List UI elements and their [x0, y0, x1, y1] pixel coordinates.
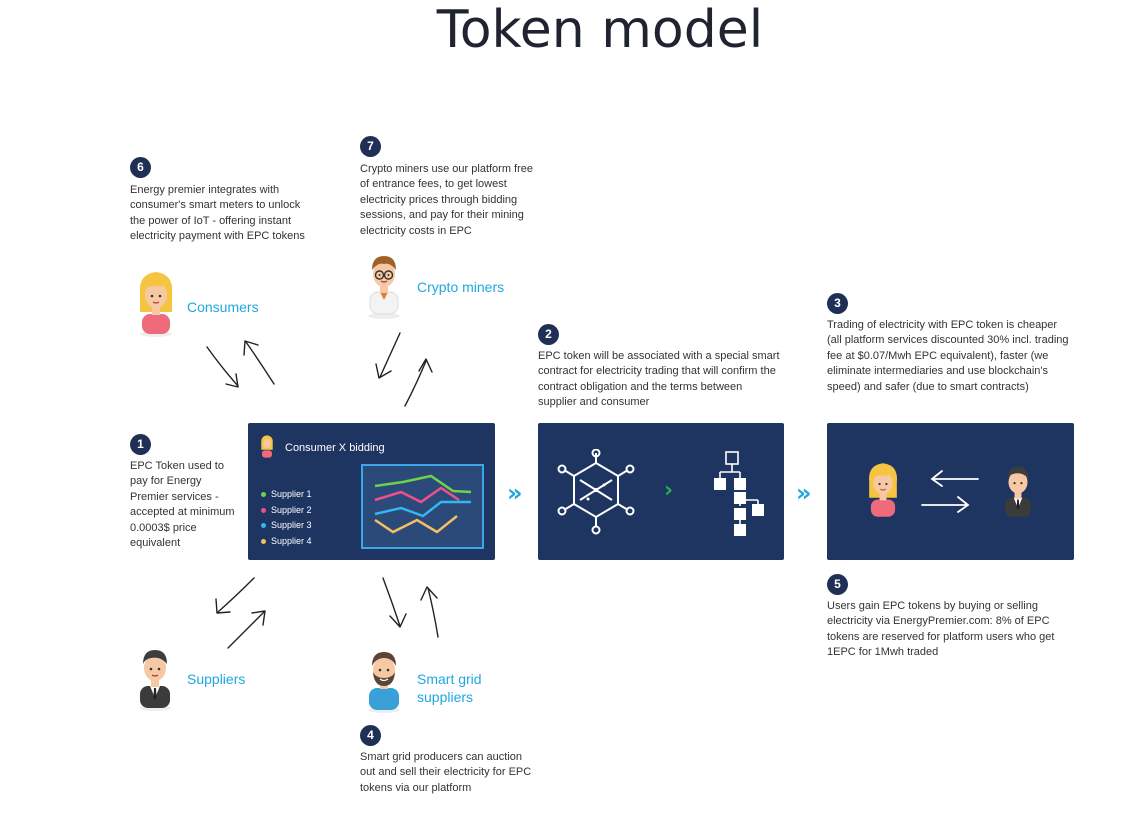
crypto-miner-avatar-icon	[368, 256, 400, 319]
flow-chevron-icon: »	[796, 479, 812, 507]
step-3-badge: 3	[827, 293, 848, 314]
network-hexagon-icon	[557, 449, 635, 535]
step-4-text: Smart grid producers can auction out and…	[360, 751, 532, 794]
step-7-badge: 7	[360, 136, 381, 157]
step-1-text: EPC Token used to pay for Energy Premier…	[130, 460, 235, 550]
step-2-text: EPC token will be associated with a spec…	[538, 350, 780, 409]
legend-label: Supplier 2	[271, 504, 312, 515]
flow-chevron-icon: »	[507, 479, 523, 507]
smart-grid-supplier-avatar-icon	[368, 652, 400, 713]
trading-consumer-avatar-icon	[869, 463, 897, 517]
step-5-text: Users gain EPC tokens by buying or selli…	[827, 600, 1055, 659]
bidding-panel-title: Consumer X bidding	[285, 442, 385, 454]
legend-dot-icon	[261, 507, 266, 513]
legend-label: Supplier 3	[271, 520, 312, 530]
block-tree-icon	[714, 451, 764, 536]
step-4-badge: 4	[360, 725, 381, 746]
suppliers-label: Suppliers	[187, 671, 246, 687]
legend-dot-icon	[261, 492, 266, 497]
page-title: Token model	[436, 0, 764, 60]
legend-item-supplier-4: Supplier 4	[261, 534, 312, 550]
step-1-badge: 1	[130, 434, 151, 455]
legend-item-supplier-1: Supplier 1	[261, 487, 312, 503]
legend-dot-icon	[261, 523, 266, 528]
step-6-text: Energy premier integrates with consumer'…	[130, 184, 305, 243]
exchange-arrows-icon	[921, 470, 979, 513]
consumer-avatar-icon	[139, 272, 173, 337]
smart-grid-suppliers-label: Smart grid suppliers	[417, 671, 482, 705]
step-2-badge: 2	[538, 324, 559, 345]
legend-item-supplier-2: Supplier 2	[261, 503, 312, 519]
bidding-chart-icon	[361, 464, 484, 549]
legend-dot-icon	[261, 538, 266, 544]
step-6-badge: 6	[130, 157, 151, 178]
bidding-consumer-avatar-icon	[261, 435, 273, 458]
step-7-text: Crypto miners use our platform free of e…	[360, 163, 534, 237]
supplier-avatar-icon	[139, 650, 171, 711]
crypto-miners-label: Crypto miners	[417, 279, 505, 295]
step-5-badge: 5	[827, 574, 848, 595]
trading-panel	[827, 423, 1074, 560]
legend-label: Supplier 4	[271, 535, 312, 546]
supplier-legend: Supplier 1 Supplier 2 Supplier 3 Supplie…	[261, 487, 312, 549]
smart-contract-panel: ›	[538, 423, 784, 560]
bidding-panel: Consumer X bidding Supplier 1 Supplier 2…	[248, 423, 495, 560]
step-3-text: Trading of electricity with EPC token is…	[827, 319, 1069, 393]
green-chevron-icon: ›	[664, 478, 674, 503]
trading-supplier-avatar-icon	[1005, 466, 1031, 517]
legend-item-supplier-3: Supplier 3	[261, 518, 312, 534]
consumers-label: Consumers	[187, 299, 259, 315]
legend-label: Supplier 1	[271, 489, 312, 499]
